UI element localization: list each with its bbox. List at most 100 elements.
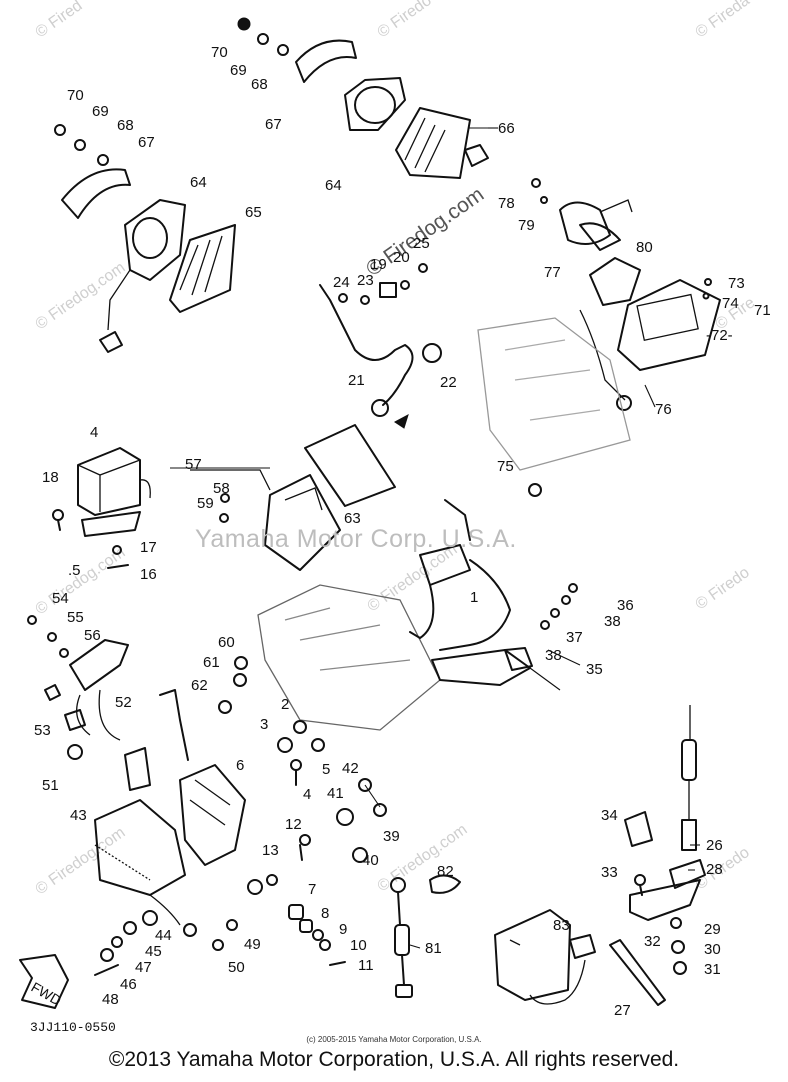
callout-80: 80 bbox=[636, 239, 653, 256]
callout-59: 59 bbox=[197, 495, 214, 512]
callout-50: 50 bbox=[228, 959, 245, 976]
cdi-unit-4 bbox=[52, 447, 151, 569]
callout-32: 32 bbox=[644, 933, 661, 950]
callout-69: 69 bbox=[230, 62, 247, 79]
callout-41: 41 bbox=[327, 785, 344, 802]
stop-switch-81 bbox=[390, 874, 461, 998]
svg-text:© Firedog.com: © Firedog.com bbox=[33, 259, 129, 333]
callout-64: 64 bbox=[325, 177, 342, 194]
control-module-83 bbox=[494, 909, 596, 1005]
callout-71: 71 bbox=[754, 302, 771, 319]
callout-25: 25 bbox=[413, 235, 430, 252]
callout-21: 21 bbox=[348, 372, 365, 389]
callout-43: 43 bbox=[70, 807, 87, 824]
callout-46: 46 bbox=[120, 976, 137, 993]
callout-72: -72- bbox=[706, 327, 733, 344]
svg-text:© Fireda: © Fireda bbox=[693, 0, 753, 41]
callout-78: 78 bbox=[498, 195, 515, 212]
callout-31: 31 bbox=[704, 961, 721, 978]
callout-63: 63 bbox=[344, 510, 361, 527]
callout-62: 62 bbox=[191, 677, 208, 694]
callout-9: 9 bbox=[339, 921, 348, 938]
callout-30: 30 bbox=[704, 941, 721, 958]
callout-6: 6 bbox=[236, 757, 245, 774]
meter-assembly bbox=[528, 178, 721, 497]
callout-4: 4 bbox=[90, 424, 99, 441]
callout-77: 77 bbox=[544, 264, 561, 281]
callout-34: 34 bbox=[601, 807, 618, 824]
callout-39: 39 bbox=[383, 828, 400, 845]
callout-49: 49 bbox=[244, 936, 261, 953]
starter-motor-assembly bbox=[94, 689, 278, 926]
callout-36: 36 bbox=[617, 597, 634, 614]
callout-11: 11 bbox=[358, 957, 374, 974]
callout-75: 75 bbox=[497, 458, 514, 475]
callout-55: 55 bbox=[67, 609, 84, 626]
callout-69: 69 bbox=[92, 103, 109, 120]
callout-53: 53 bbox=[34, 722, 51, 739]
callout-58: 58 bbox=[213, 480, 230, 497]
callout-20: 20 bbox=[393, 249, 410, 266]
throttle-lever-assembly bbox=[609, 705, 706, 1006]
svg-text:FWD: FWD bbox=[29, 979, 65, 1009]
callout-10: 10 bbox=[350, 937, 367, 954]
callout-38: 38 bbox=[604, 613, 621, 630]
callout-48: 48 bbox=[102, 991, 119, 1008]
callout-83: 83 bbox=[553, 917, 570, 934]
diagram-reference-code: 3JJ110-0550 bbox=[30, 1020, 116, 1035]
callout-37: 37 bbox=[566, 629, 583, 646]
fastener-group-lower bbox=[94, 904, 346, 976]
callout-3: 3 bbox=[260, 716, 269, 733]
callout-73: 73 bbox=[728, 275, 745, 292]
callout-38: 38 bbox=[545, 647, 562, 664]
leader-lines bbox=[170, 127, 700, 949]
callout-60: 60 bbox=[218, 634, 235, 651]
callout-4: 4 bbox=[303, 786, 312, 803]
callout-65: 65 bbox=[245, 204, 262, 221]
callout-61: 61 bbox=[203, 654, 220, 671]
callout-56: 56 bbox=[84, 627, 101, 644]
yamaha-watermark: Yamaha Motor Corp. U.S.A. bbox=[195, 525, 517, 553]
callout-35: 35 bbox=[586, 661, 603, 678]
callout-44: 44 bbox=[155, 927, 172, 944]
callout-33: 33 bbox=[601, 864, 618, 881]
speaker-assembly-left bbox=[54, 124, 236, 353]
callout-68: 68 bbox=[117, 117, 134, 134]
callout-27: 27 bbox=[614, 1002, 631, 1019]
callout-22: 22 bbox=[440, 374, 457, 391]
svg-text:© Firedo: © Firedo bbox=[375, 0, 435, 41]
svg-text:© Firedo: © Firedo bbox=[693, 564, 753, 613]
callout-45: 45 bbox=[145, 943, 162, 960]
callout-76: 76 bbox=[655, 401, 672, 418]
callout-12: 12 bbox=[285, 816, 302, 833]
callout-5: 5 bbox=[322, 761, 331, 778]
callout-74: 74 bbox=[722, 295, 739, 312]
footer-copyright: ©2013 Yamaha Motor Corporation, U.S.A. A… bbox=[108, 1048, 680, 1071]
wire-harness-21 bbox=[319, 263, 442, 429]
callout-23: 23 bbox=[357, 272, 374, 289]
forward-arrow-icon: FWD bbox=[19, 954, 69, 1009]
fuse-box-assembly bbox=[190, 424, 396, 571]
dashboard-outline bbox=[477, 317, 631, 471]
callout-81: 81 bbox=[425, 940, 442, 957]
callout-64: 64 bbox=[190, 174, 207, 191]
callout-16: 16 bbox=[140, 566, 157, 583]
callout-54: 54 bbox=[52, 590, 69, 607]
callout-17: 17 bbox=[140, 539, 157, 556]
callout-82: 82 bbox=[437, 863, 454, 880]
callout-52: 52 bbox=[115, 694, 132, 711]
callout-79: 79 bbox=[518, 217, 535, 234]
callout-8: 8 bbox=[321, 905, 330, 922]
callout-28: 28 bbox=[706, 861, 723, 878]
callout-47: 47 bbox=[135, 959, 152, 976]
callout-7: 7 bbox=[308, 881, 317, 898]
callout-2: 2 bbox=[281, 696, 290, 713]
svg-text:© Fired: © Fired bbox=[33, 0, 86, 41]
callout-67: 67 bbox=[265, 116, 282, 133]
callout-67: 67 bbox=[138, 134, 155, 151]
callout-24: 24 bbox=[333, 274, 350, 291]
callout-5: .5 bbox=[68, 562, 81, 579]
callout-1: 1 bbox=[470, 589, 479, 606]
svg-text:© Firedog.com: © Firedog.com bbox=[33, 544, 129, 618]
